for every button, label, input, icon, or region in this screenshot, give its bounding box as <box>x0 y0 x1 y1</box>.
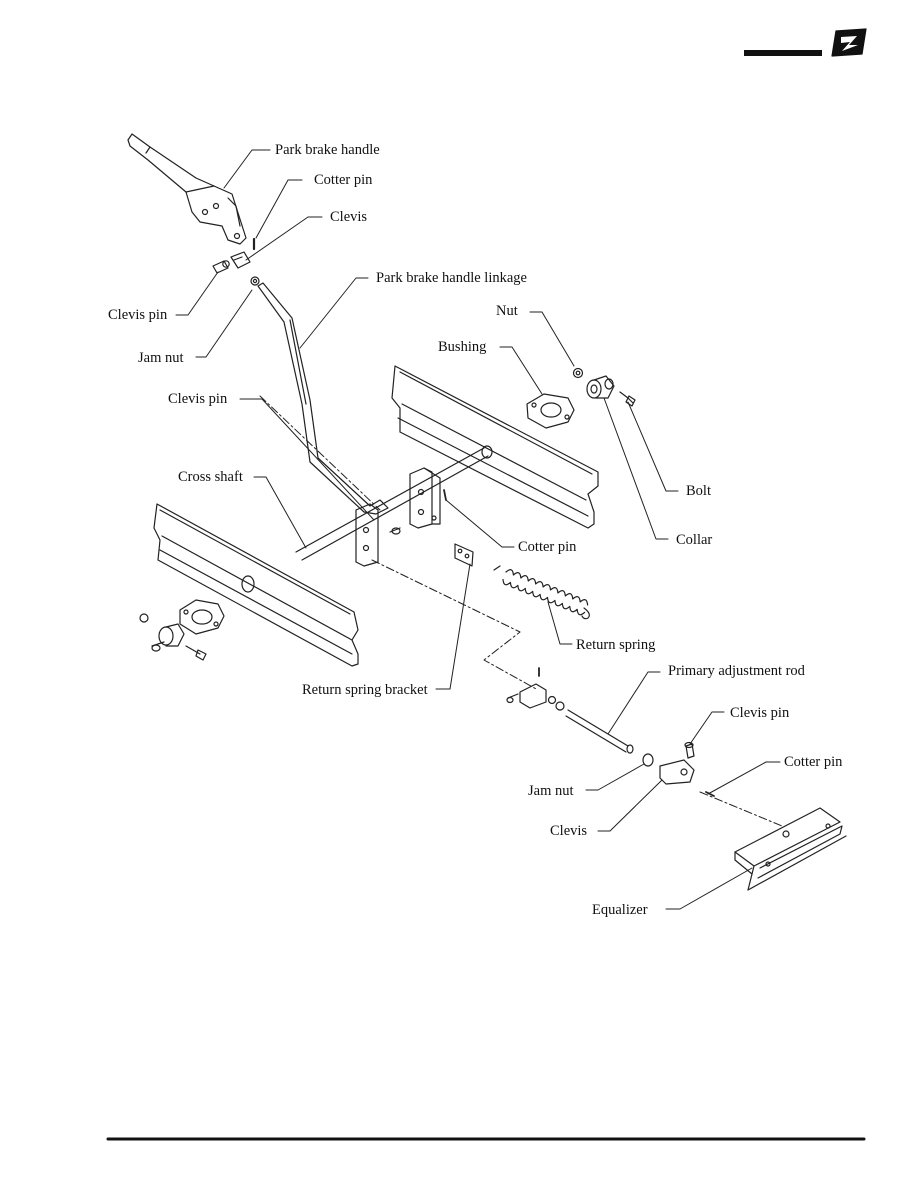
bushing-part <box>526 393 575 429</box>
label-clevis-pin-left: Clevis pin <box>108 307 168 323</box>
mid-clevis-pin-part <box>389 527 401 535</box>
label-clevis-top: Clevis <box>330 209 368 225</box>
assembly-centerlines <box>259 395 783 827</box>
label-bolt: Bolt <box>686 483 711 499</box>
park-brake-linkage-part <box>257 282 389 515</box>
label-return-spring-bracket: Return spring bracket <box>302 682 428 698</box>
label-clevis-pin-mid: Clevis pin <box>168 391 228 407</box>
label-cotter-pin-right: Cotter pin <box>784 754 843 770</box>
brand-logo-icon <box>831 28 867 57</box>
left-bushing-part <box>179 599 225 635</box>
label-park-brake-handle: Park brake handle <box>275 142 380 158</box>
top-clevis-pin-part <box>212 260 230 274</box>
label-return-spring: Return spring <box>576 637 656 653</box>
top-clevis-part <box>230 251 251 269</box>
left-bolt-part <box>185 645 207 661</box>
bolt-part <box>619 391 636 407</box>
park-brake-handle-part <box>127 133 247 245</box>
label-cotter-pin-top: Cotter pin <box>314 172 373 188</box>
label-clevis-bottom: Clevis <box>550 823 588 839</box>
leader-lines <box>175 149 781 910</box>
equalizer-part <box>734 807 847 891</box>
left-frame-channel <box>153 503 359 667</box>
label-clevis-pin-right: Clevis pin <box>730 705 790 721</box>
label-jam-nut-bottom: Jam nut <box>528 783 574 799</box>
return-spring-part <box>493 565 590 620</box>
label-cotter-pin-mid: Cotter pin <box>518 539 577 555</box>
return-spring-bracket-part <box>454 543 474 567</box>
nut-part <box>572 367 584 379</box>
cross-shaft-lower-bracket <box>355 503 379 567</box>
label-equalizer: Equalizer <box>592 902 648 918</box>
label-bushing: Bushing <box>438 339 487 355</box>
right-clevis-pin-part <box>684 741 695 759</box>
label-park-brake-handle-linkage: Park brake handle linkage <box>376 270 527 286</box>
right-cotter-pin-part <box>705 791 715 797</box>
primary-adjustment-rod-part <box>565 709 634 754</box>
top-jam-nut-part <box>250 276 260 286</box>
mid-cotter-pin-part <box>443 489 447 501</box>
label-collar: Collar <box>676 532 713 548</box>
left-collar-part <box>151 623 185 652</box>
cross-shaft-part <box>295 445 493 561</box>
header-bar <box>744 50 822 56</box>
bottom-jam-nut-part <box>642 753 654 767</box>
collar-part <box>586 375 615 399</box>
bottom-clevis-part <box>659 759 695 785</box>
mid-clevis-assembly <box>506 667 565 711</box>
label-cross-shaft: Cross shaft <box>178 469 243 485</box>
cross-shaft-lever-bracket <box>409 467 441 529</box>
label-nut: Nut <box>496 303 518 319</box>
right-frame-channel <box>391 365 599 529</box>
left-nut-part <box>139 613 149 623</box>
label-primary-adjustment-rod: Primary adjustment rod <box>668 663 805 679</box>
label-jam-nut-top: Jam nut <box>138 350 184 366</box>
